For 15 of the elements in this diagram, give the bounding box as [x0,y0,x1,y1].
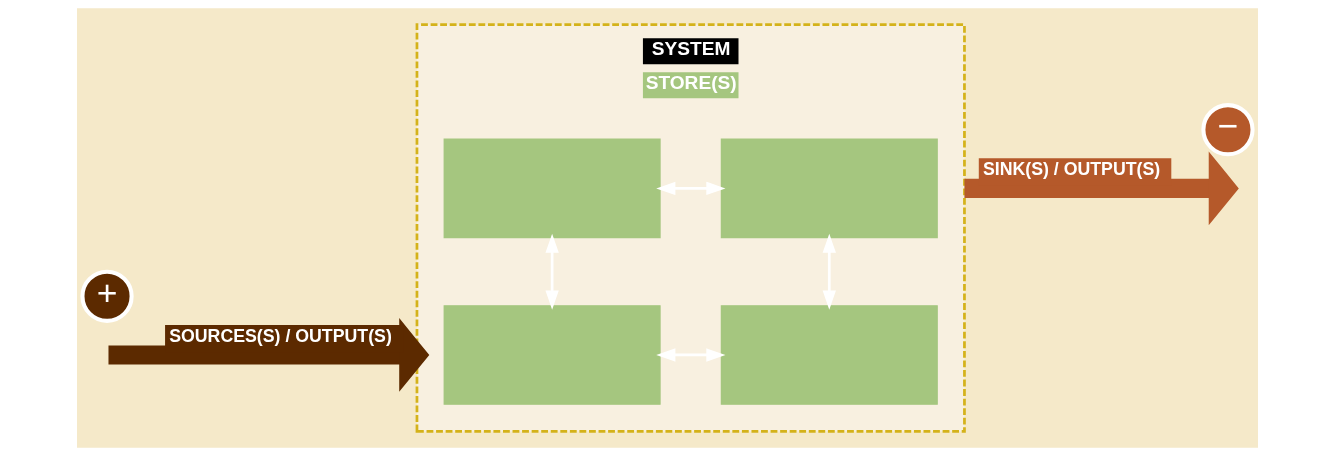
node-box [443,138,661,239]
arrow [822,233,836,310]
cluster: SYSTEM STORE(S) [415,23,966,433]
node-box [720,138,938,239]
edge-label: SOURCES(S) / OUTPUT(S) [168,325,392,346]
node-circle: − [1200,103,1255,157]
arrow [655,181,725,196]
edge-label: SINK(S) / OUTPUT(S) [982,159,1160,180]
node-circle: + [79,269,134,323]
arrow [963,151,1239,226]
node-box [720,305,938,405]
arrow [544,233,559,310]
arrow [655,348,725,362]
node-box [443,305,661,405]
arrow [108,318,429,392]
